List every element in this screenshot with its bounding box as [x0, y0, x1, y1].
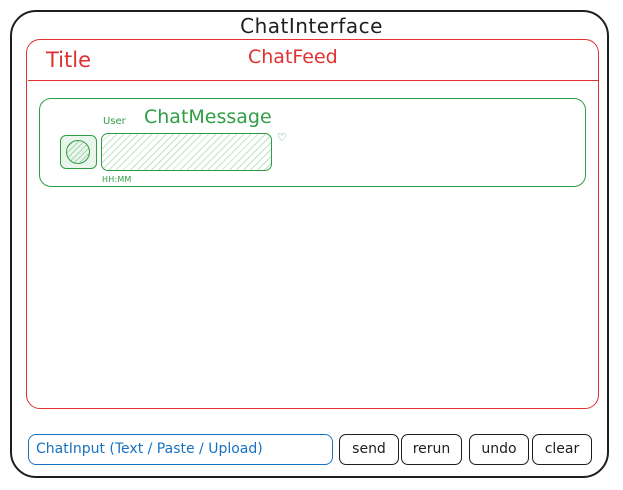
clear-button[interactable]: clear [532, 434, 592, 465]
avatar-icon [66, 140, 90, 164]
message-bubble [101, 133, 272, 171]
avatar [60, 135, 97, 169]
heart-icon[interactable]: ♡ [277, 131, 287, 144]
chat-feed-header-divider [28, 80, 598, 81]
chat-feed-label: ChatFeed [248, 46, 338, 68]
undo-button[interactable]: undo [469, 434, 529, 465]
message-user-label: User [103, 116, 126, 127]
chat-input[interactable]: ChatInput (Text / Paste / Upload) [28, 434, 333, 465]
message-timestamp: HH:MM [102, 175, 132, 184]
send-button[interactable]: send [339, 434, 399, 465]
rerun-button[interactable]: rerun [401, 434, 462, 465]
chat-feed [26, 39, 599, 409]
chat-message-label: ChatMessage [144, 106, 272, 128]
feed-title-label: Title [46, 48, 92, 72]
chat-interface-frame [10, 10, 609, 478]
chat-interface-title: ChatInterface [240, 14, 383, 38]
chat-message [39, 98, 586, 187]
